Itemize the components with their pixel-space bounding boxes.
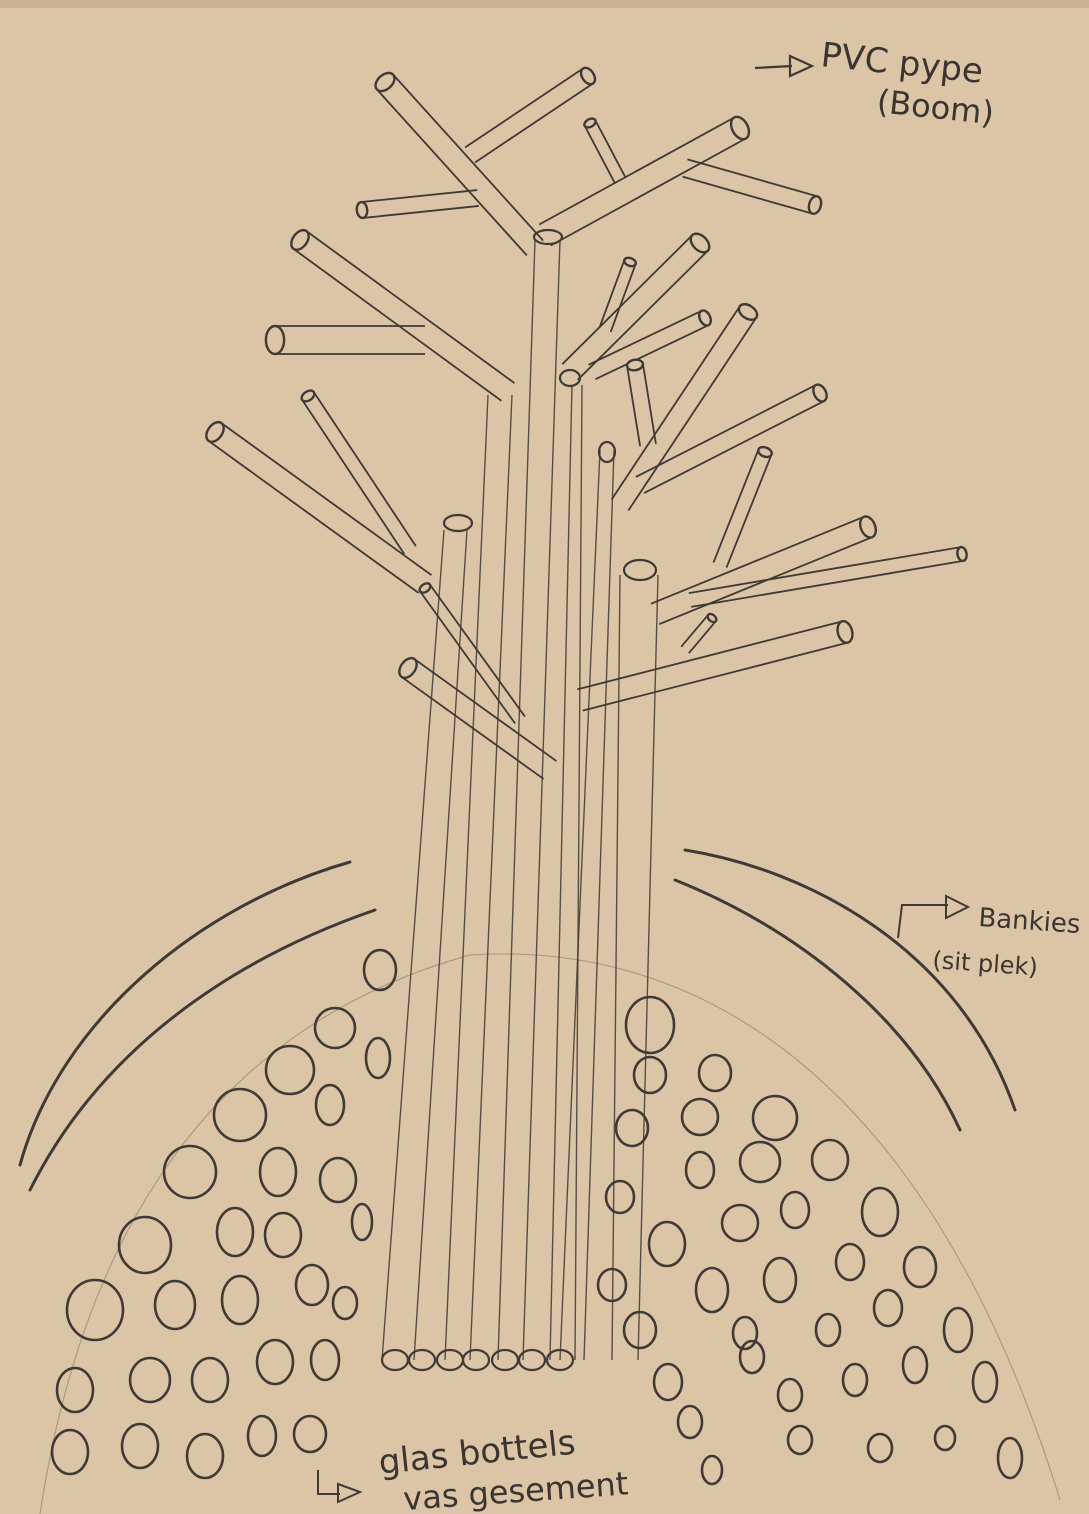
paper-edge-shadow [0, 0, 1089, 8]
branch-pipe-end [356, 202, 368, 219]
branch-pipe-end [266, 326, 284, 354]
